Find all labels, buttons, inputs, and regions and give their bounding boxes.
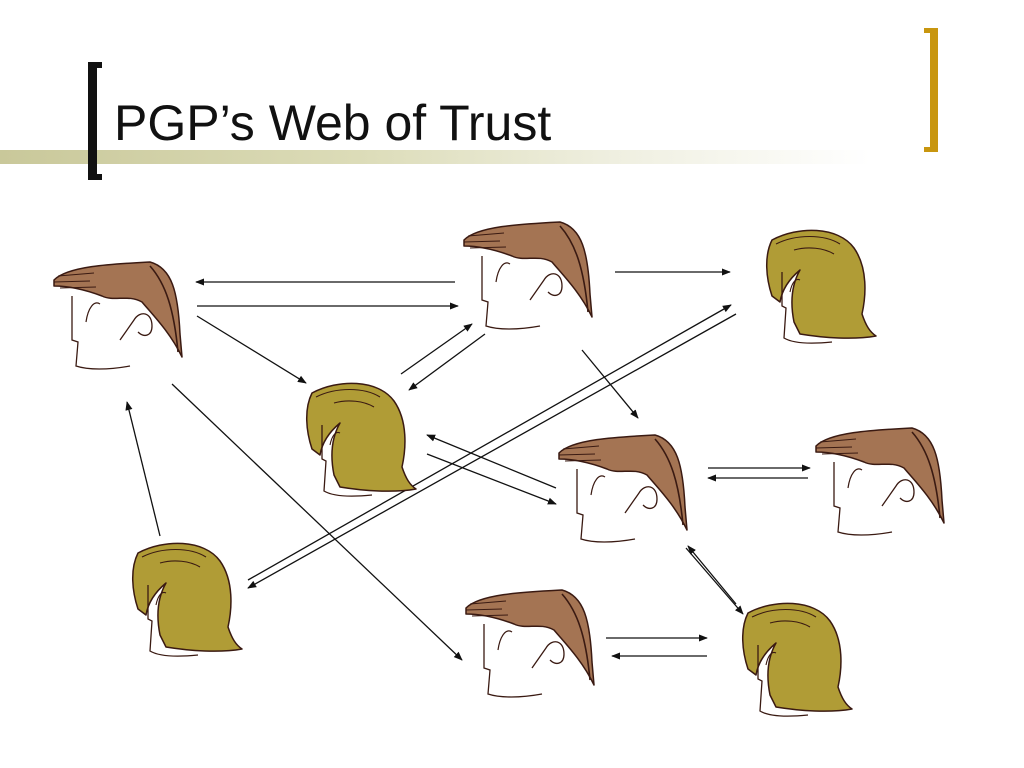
right-bracket-decoration	[924, 28, 938, 152]
male-person-icon-p1	[53, 261, 183, 370]
female-person-icon-p3	[766, 229, 877, 344]
trust-arrow-p5-to-p4	[426, 434, 557, 489]
slide-title: PGP’s Web of Trust	[114, 95, 552, 151]
trust-arrow-p2-to-p5	[581, 349, 639, 419]
male-person-icon-p8	[465, 589, 595, 698]
trust-arrow-p5-to-p9	[685, 547, 744, 615]
trust-arrow-p4-to-p5	[426, 453, 557, 505]
female-person-icon-p9	[742, 602, 853, 717]
trust-arrow-p3-to-p7	[247, 313, 737, 589]
trust-arrow-p1-to-p8	[171, 383, 463, 661]
trust-edges	[125, 268, 811, 661]
trust-arrow-p4-to-p2	[400, 323, 473, 375]
female-person-icon-p7	[132, 542, 243, 657]
trust-arrow-p7-to-p1	[125, 401, 161, 537]
female-person-icon-p4	[306, 382, 417, 497]
male-person-icon-p6	[815, 427, 945, 536]
male-person-icon-p2	[463, 221, 593, 330]
trust-arrow-p9-to-p5	[687, 545, 737, 605]
male-person-icon-p5	[558, 434, 688, 543]
title-underline-band	[0, 150, 1024, 164]
trust-arrow-p2-to-p4	[408, 333, 486, 391]
left-bracket-decoration	[88, 62, 102, 180]
people	[53, 221, 945, 717]
trust-arrow-p7-to-p3	[247, 304, 732, 581]
trust-arrow-p1-to-p4	[196, 315, 307, 384]
